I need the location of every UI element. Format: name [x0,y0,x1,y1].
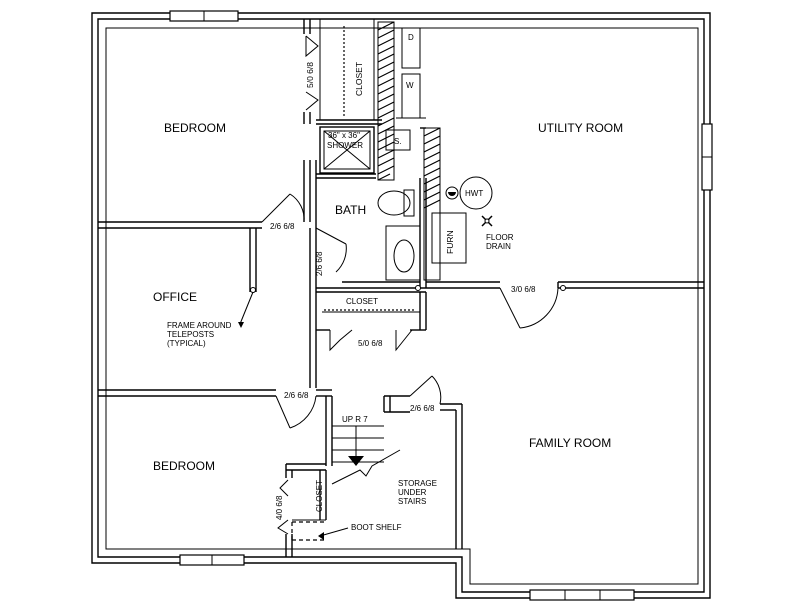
utility-door-label: 3/0 6/8 [511,285,536,294]
sink-label: S. [394,137,402,146]
closet-top-door-label: 5/0 6/8 [305,62,315,88]
office-door-label: 2/6 6/8 [284,391,309,400]
utility-room-label: UTILITY ROOM [538,121,623,135]
bedroom-bottom-label: BEDROOM [153,459,215,473]
closet-bottom-door-label: 4/0 6/8 [275,495,284,520]
closet-mid-door-label: 5/0 6/8 [358,339,383,348]
frame-note-line-2: TELEPOSTS [167,330,214,339]
family-room-label: FAMILY ROOM [529,436,611,450]
closet-mid-label: CLOSET [346,297,378,306]
windows [169,10,713,601]
bath-door-label: 2/6 6/8 [315,251,324,276]
interior-walls [98,19,704,557]
washer-label: W [406,81,414,90]
frame-note-line-3: (TYPICAL) [167,339,206,348]
doors [261,35,559,535]
hwt-label: HWT [465,189,483,198]
fixtures [377,27,493,281]
bedroom-door-label: 2/6 6/8 [270,222,295,231]
stairs [331,425,401,485]
dryer-label: D [408,33,414,42]
bedroom-top-label: BEDROOM [164,121,226,135]
storage-label-3: STAIRS [398,497,426,506]
furnace-label: FURN [445,230,455,254]
floor-drain-label-1: FLOOR [486,233,514,242]
office-label: OFFICE [153,290,197,304]
frame-note-line-1: FRAME AROUND [167,321,232,330]
closet-rods [291,26,416,541]
closet-top-label: CLOSET [354,62,364,96]
bath-label: BATH [335,203,366,217]
shower-label: SHOWER [327,141,363,150]
exterior-walls [91,12,711,599]
shower-size-label: 36" x 36" [328,131,360,140]
closet-bottom-label: CLOSET [315,480,324,512]
storage-label-1: STORAGE [398,479,437,488]
storage-label-2: UNDER [398,488,427,497]
stairs-door-label: 2/6 6/8 [410,404,435,413]
teleposts [238,287,349,540]
stairs-label: UP R 7 [342,415,368,424]
boot-shelf-label: BOOT SHELF [351,523,402,532]
floor-drain-label-2: DRAIN [486,242,511,251]
